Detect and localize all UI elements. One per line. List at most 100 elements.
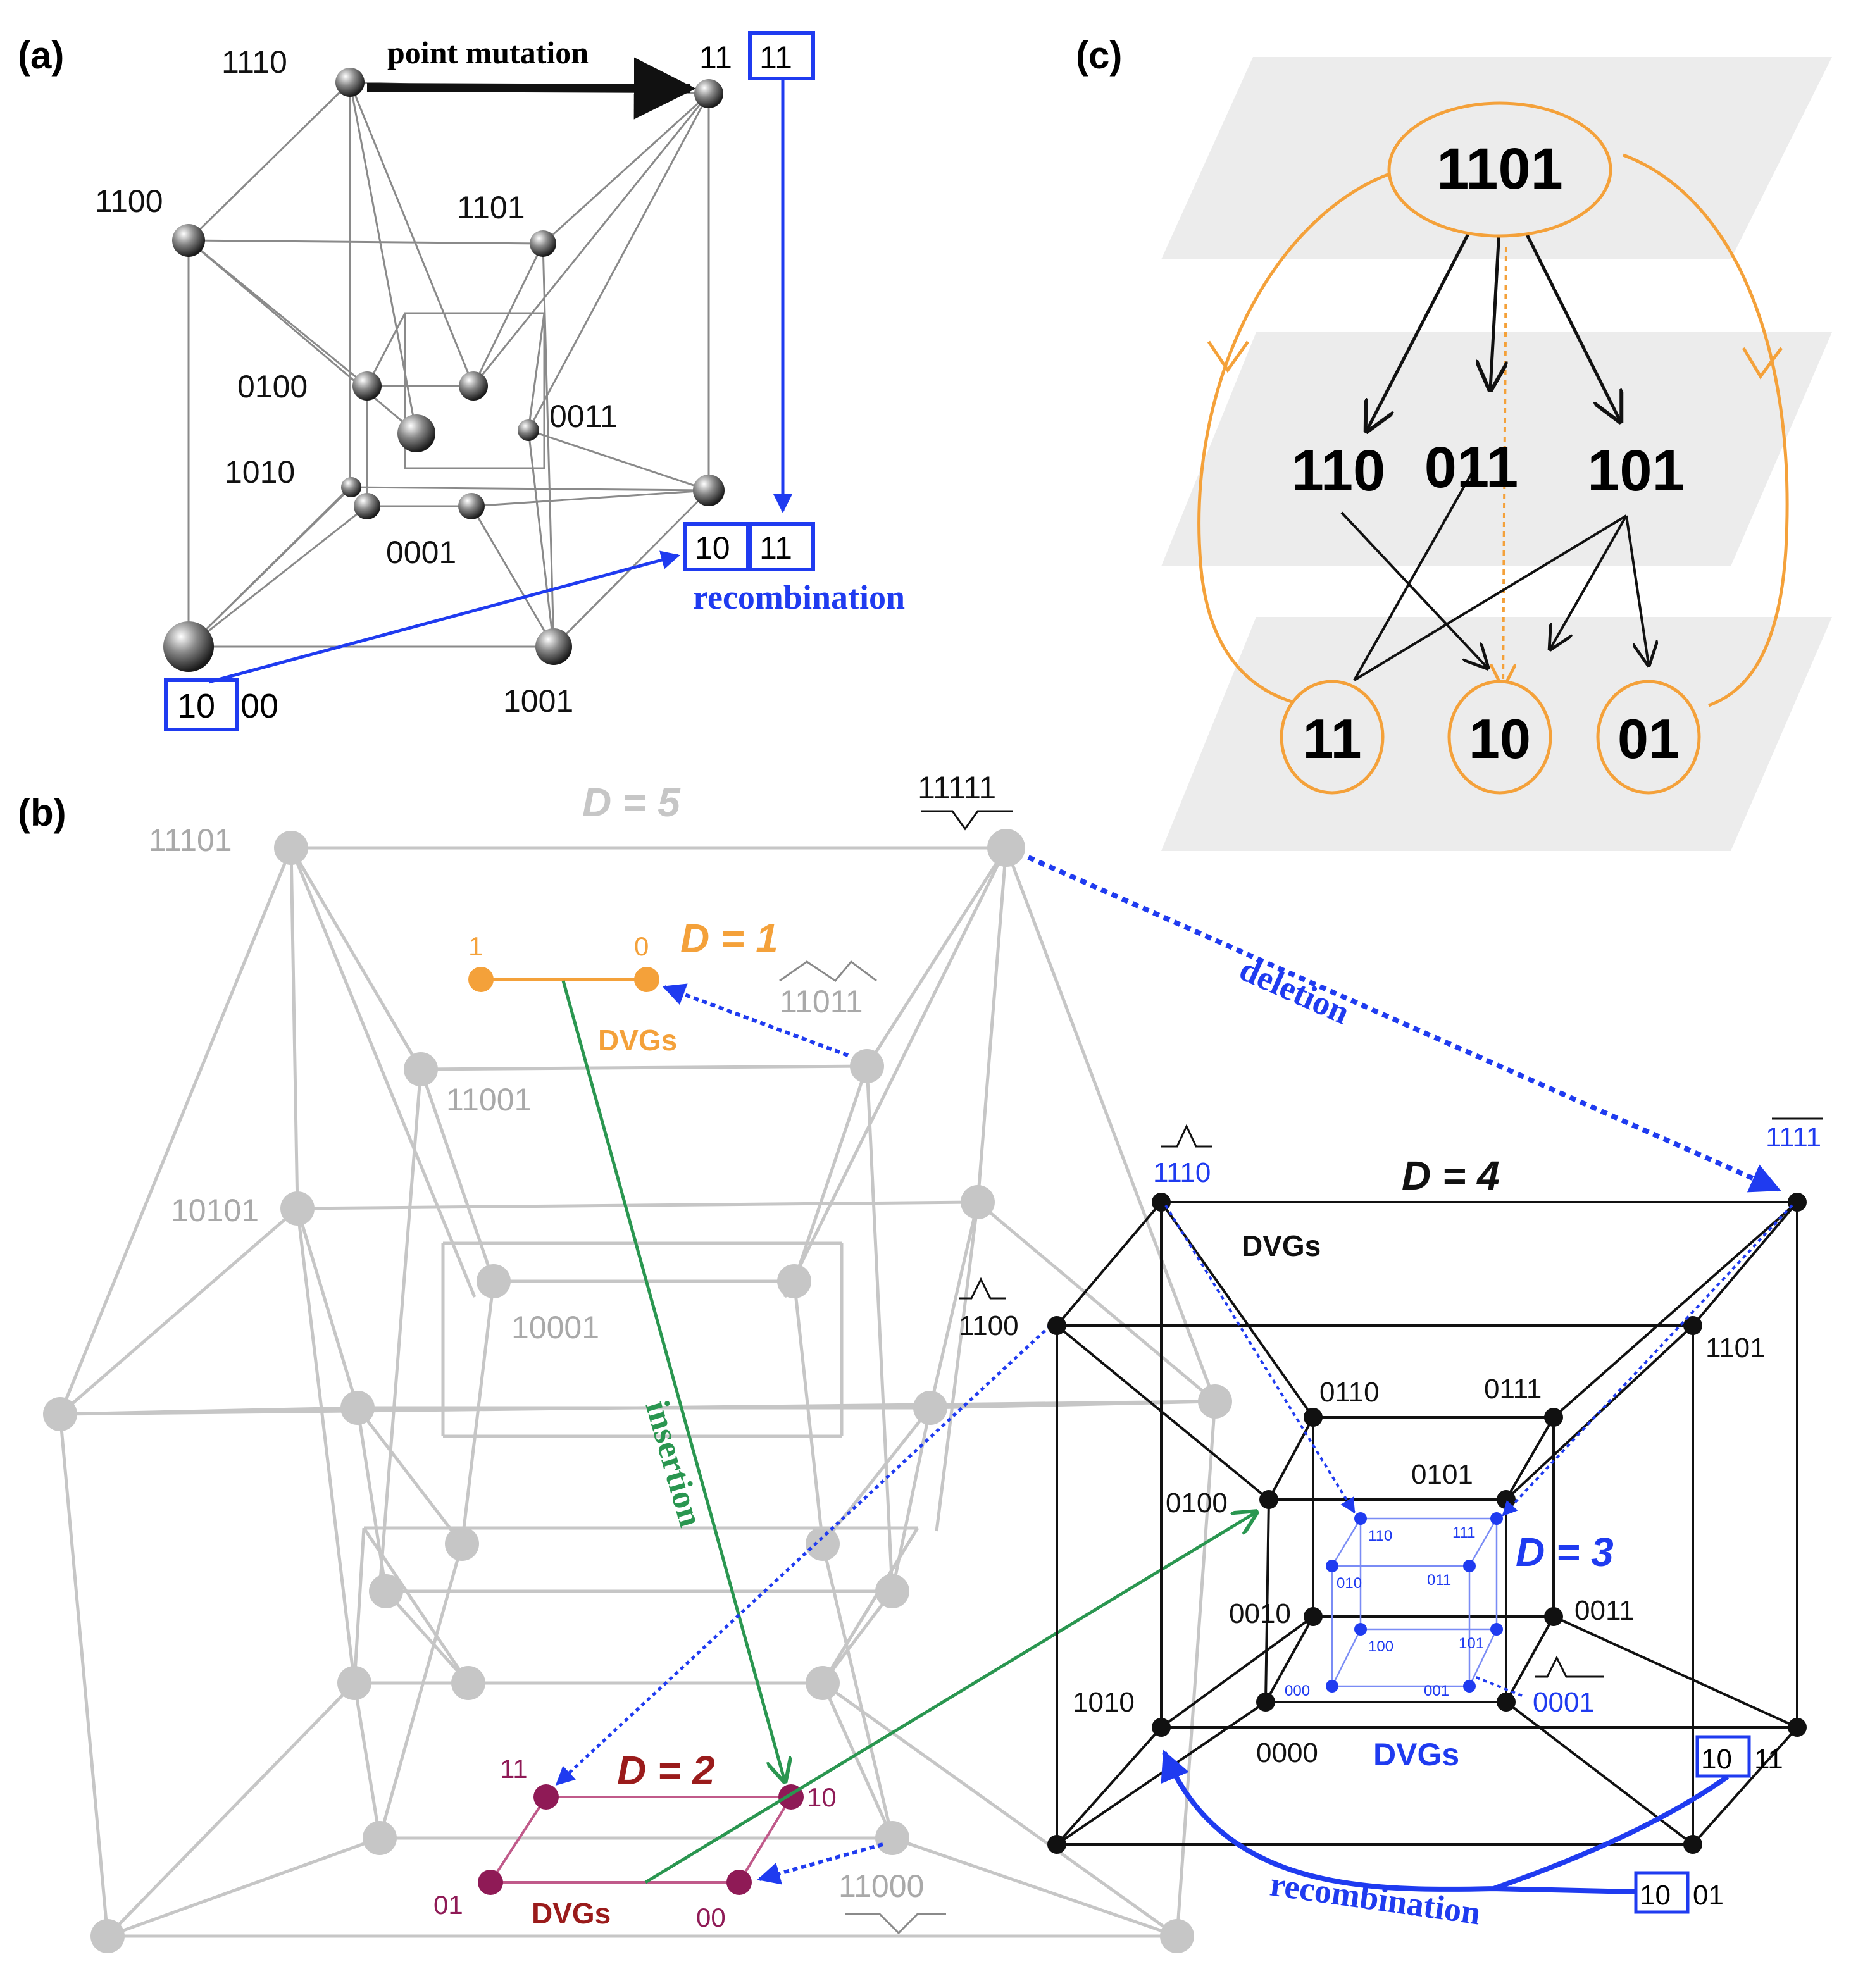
d4-dvgs: DVGs [1242, 1229, 1321, 1262]
bottom-01-ellipse [1596, 680, 1701, 795]
node-1111 [694, 79, 723, 108]
d5-nodes [43, 829, 1232, 1953]
d3-label-100: 100 [1368, 1638, 1393, 1655]
label-0000: 0000 [1256, 1737, 1318, 1768]
bracket-11000 [845, 1913, 946, 1935]
label-0101: 0101 [1411, 1459, 1473, 1490]
mid-101: 101 [1587, 438, 1685, 503]
recombination-label-b: recombination [1268, 1865, 1483, 1932]
d4-nodes [1047, 1193, 1807, 1854]
label-1101-d4: 1101 [1705, 1333, 1766, 1364]
panel-a-recombination: 11 11 10 11 recombination 10 00 [164, 31, 905, 731]
node-0100 [352, 371, 382, 401]
d4-title: D = 4 [1402, 1153, 1500, 1198]
bottom-11-ellipse [1280, 680, 1385, 795]
recombination-curve [1164, 1753, 1730, 1894]
label-1100-d4: 1100 [959, 1310, 1019, 1341]
label-1100: 1100 [95, 183, 163, 219]
d3-dvgs: DVGs [1373, 1737, 1459, 1772]
node-1001 [535, 628, 572, 665]
box-top-right-text: 11 [759, 40, 792, 75]
rec-box-1-text: 10 [1701, 1744, 1732, 1775]
rec-box-1 [1695, 1735, 1751, 1778]
d2-title: D = 2 [617, 1748, 715, 1793]
d3-label-111: 111 [1452, 1524, 1475, 1541]
edge-101-11 [1353, 514, 1628, 681]
node-1101 [530, 230, 556, 257]
node-1110 [335, 68, 365, 97]
root-label: 1101 [1437, 137, 1563, 201]
edge-1101-101 [1514, 211, 1620, 421]
d5-labels: 11101 11001 10101 10001 D = 5 [149, 780, 681, 1345]
bottom-10: 10 [1469, 707, 1531, 770]
d1-node-1 [468, 967, 494, 992]
panel-a-hypercube [187, 81, 710, 648]
node-1000 [163, 621, 214, 672]
node-0011 [518, 419, 539, 441]
d2-dvgs: DVGs [532, 1897, 611, 1930]
bottom-01: 01 [1618, 707, 1680, 770]
recombination-diagonal-arrow [208, 550, 680, 684]
mid-011: 011 [1424, 435, 1518, 500]
edge-011-11 [1353, 468, 1476, 681]
orange-arc-left-arrow [1207, 340, 1250, 373]
d3-title: D = 3 [1516, 1529, 1614, 1575]
label-1110: 1110 [221, 44, 287, 80]
bracket-11011 [779, 960, 877, 982]
d3-label-000: 000 [1285, 1682, 1310, 1699]
edge-1101-011 [1490, 218, 1500, 389]
label-1101: 1101 [457, 190, 525, 225]
node-0001 [458, 493, 485, 519]
node-1010 [341, 477, 361, 497]
d1-source: 11011 [780, 984, 863, 1019]
panel-a-nodes [163, 68, 725, 672]
panel-label-c: (c) [1076, 34, 1122, 77]
d4-labels: 1110 1111 1100 1101 0110 0111 0100 0101 … [959, 1122, 1821, 1768]
label-10101: 10101 [171, 1193, 259, 1228]
box-mid-left-text: 10 [695, 530, 730, 566]
label-10001: 10001 [511, 1310, 599, 1345]
d3-label-011: 011 [1427, 1572, 1451, 1589]
label-1010-d4: 1010 [1073, 1687, 1135, 1718]
rec-box-2 [1634, 1871, 1690, 1914]
label-0100: 0100 [237, 369, 308, 404]
d2-label-10: 10 [807, 1782, 837, 1812]
layer-middle [1161, 332, 1832, 566]
deletion-arrow [1027, 855, 1781, 1193]
d1-dvgs: DVGs [598, 1024, 677, 1057]
bracket-0001 [1535, 1655, 1604, 1678]
box-bottom-right-text: 00 [240, 687, 278, 725]
mid-110: 110 [1292, 438, 1385, 503]
label-0010: 0010 [1229, 1598, 1291, 1629]
rec-box-1-rest: 11 [1754, 1744, 1783, 1775]
label-0011-d4: 0011 [1574, 1595, 1635, 1626]
rec-box-2-text: 10 [1640, 1880, 1671, 1911]
label-1111-d4: 1111 [1766, 1122, 1821, 1153]
recombination-label-a: recombination [693, 578, 905, 616]
insertion-arrow [561, 980, 785, 1781]
d4-hypercube [1056, 1201, 1798, 1846]
bracket-11111 [921, 810, 1013, 831]
d3-label-010: 010 [1337, 1575, 1362, 1592]
d1-segment: 1 0 D = 1 DVGs 11011 [468, 916, 877, 1057]
panel-label-b: (b) [18, 792, 66, 834]
label-0011: 0011 [549, 399, 618, 434]
deletion-0001-arrow [1474, 1675, 1523, 1697]
d2-source: 11000 [838, 1868, 924, 1904]
box-top-left-text: 11 [699, 40, 732, 75]
edge-101-01 [1625, 515, 1649, 664]
d2-square: 11 10 01 00 D = 2 DVGs 11000 [433, 1748, 946, 1935]
d3-label-001: 001 [1424, 1682, 1449, 1699]
d5-hypercube [58, 846, 1217, 1938]
d5-label: D = 5 [582, 780, 681, 825]
d1-title: D = 1 [680, 916, 778, 961]
d1-label-1: 1 [468, 931, 483, 961]
label-1001: 1001 [503, 683, 573, 719]
d2-node-11 [533, 1784, 559, 1810]
deletion-1111-arrow [1502, 1204, 1793, 1517]
d3-labels: 110 111 010 011 100 101 000 001 [1285, 1524, 1484, 1699]
panel-label-a: (a) [18, 34, 64, 77]
orange-arc-left [1197, 169, 1399, 707]
d1-label-0: 0 [634, 931, 649, 961]
label-0001-d4: 0001 [1533, 1687, 1595, 1718]
